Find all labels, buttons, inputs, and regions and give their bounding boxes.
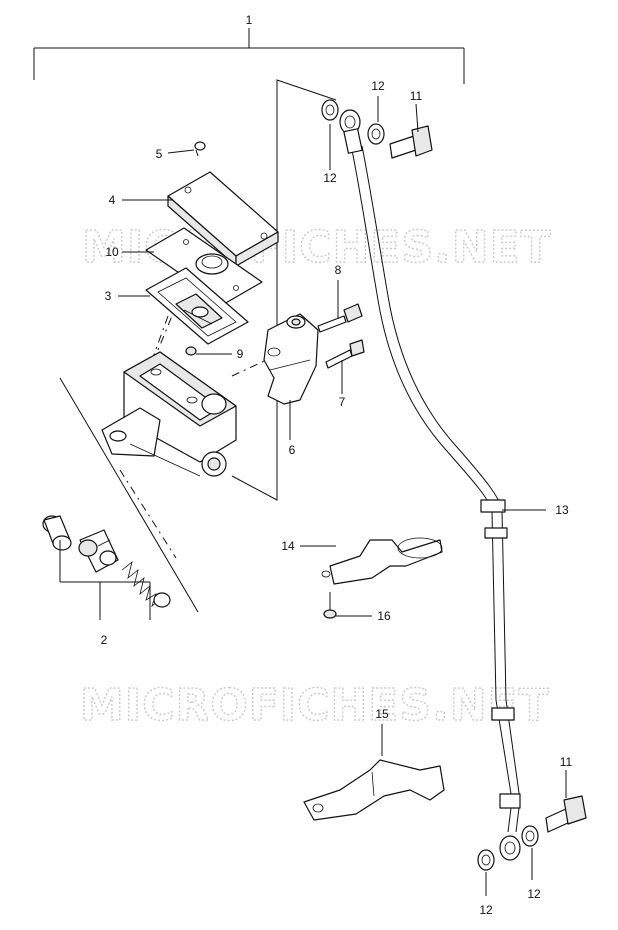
callout-12-upper-right: 12 xyxy=(371,79,385,93)
callout-12-upper-left: 12 xyxy=(323,171,337,185)
upper-banjo-bolt xyxy=(389,125,433,159)
master-cylinder-body xyxy=(101,351,237,477)
callout-16: 16 xyxy=(377,609,391,623)
callout-6: 6 xyxy=(289,443,296,457)
watermark-bottom: MICROFICHES.NET xyxy=(80,680,550,731)
hose-clamp xyxy=(321,537,443,585)
callout-5: 5 xyxy=(156,147,163,161)
small-plug xyxy=(185,346,197,356)
callout-12-lower-right: 12 xyxy=(527,887,541,901)
callout-10: 10 xyxy=(105,245,119,259)
diaphragm-gasket xyxy=(145,267,249,345)
leader-lines xyxy=(59,96,567,896)
callout-11-upper: 11 xyxy=(410,89,423,103)
callout-13: 13 xyxy=(555,503,569,517)
lower-washer-bottom xyxy=(477,849,495,871)
callout-8: 8 xyxy=(335,263,342,277)
cap-screw xyxy=(194,141,206,157)
brake-hose xyxy=(339,109,521,861)
lower-banjo-bolt xyxy=(545,795,587,833)
upper-washer-left xyxy=(321,99,339,121)
callout-7: 7 xyxy=(339,395,346,409)
clamp-bolt-lower xyxy=(325,339,365,369)
upper-washer-right xyxy=(367,123,385,145)
diaphragm-plate xyxy=(145,227,263,305)
lower-washer-right xyxy=(521,825,539,847)
callout-2: 2 xyxy=(101,633,108,647)
piston-set xyxy=(42,515,171,608)
assembly-bracket xyxy=(33,28,465,84)
callout-11-lower: 11 xyxy=(560,755,573,769)
callout-14: 14 xyxy=(281,539,295,553)
callout-15: 15 xyxy=(375,707,389,721)
clamp-holder xyxy=(263,313,319,405)
callout-9: 9 xyxy=(237,347,244,361)
clamp-bolt-upper xyxy=(317,303,363,333)
callout-3: 3 xyxy=(105,289,112,303)
callout-labels: 1 2 3 4 5 6 7 8 9 10 11 11 12 12 12 12 1… xyxy=(101,13,573,917)
hose-guide-bracket xyxy=(303,759,445,821)
clamp-screw xyxy=(323,592,337,619)
callout-4: 4 xyxy=(109,193,116,207)
callout-12-lower-left: 12 xyxy=(479,903,493,917)
exploded-guide-lines xyxy=(59,79,337,613)
callout-1: 1 xyxy=(246,13,253,27)
